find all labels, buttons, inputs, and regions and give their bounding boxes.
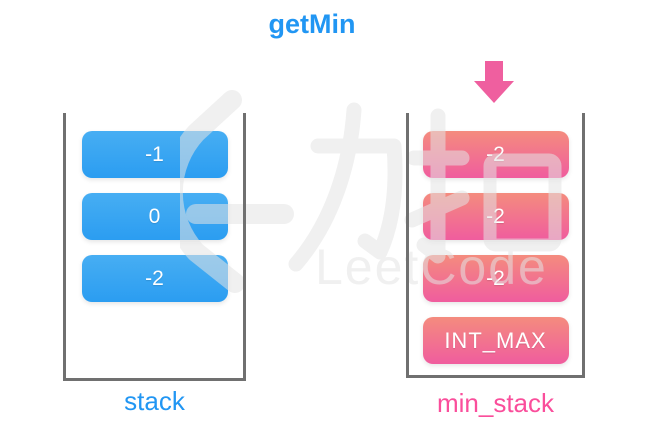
min-stack-label: min_stack: [436, 388, 555, 418]
stack-box: -2: [81, 255, 228, 302]
min-stack-box: INT_MAX: [422, 317, 569, 364]
stack-box: 0: [81, 193, 228, 240]
stack-boxes: -1 0 -2: [63, 113, 246, 302]
min-stack-boxes: -2 -2 -2 INT_MAX: [406, 113, 585, 364]
min-stack-box: -2: [422, 255, 569, 302]
stack-box: -1: [81, 131, 228, 178]
min-stack-box: -2: [422, 193, 569, 240]
stack-label: stack: [124, 386, 185, 416]
min-stack-box: -2: [422, 131, 569, 178]
page-title: getMin: [268, 9, 356, 39]
push-down-arrow-icon: [474, 61, 514, 103]
